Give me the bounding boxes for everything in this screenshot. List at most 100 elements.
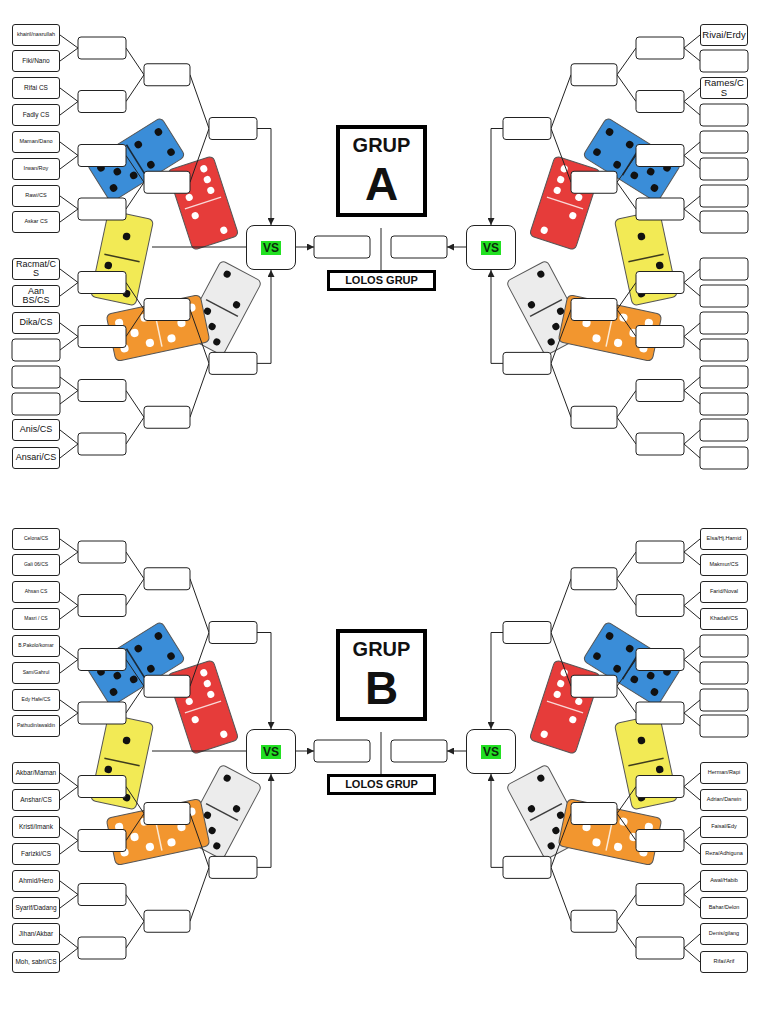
bracket-line [551, 633, 571, 687]
empty-slot-box [209, 856, 257, 878]
qualifier-label: LOLOS GRUP [345, 275, 418, 286]
domino-body [529, 660, 601, 755]
bracket-line [684, 391, 700, 405]
domino-pip [574, 697, 583, 706]
vs-label: VS [481, 745, 501, 759]
bracket-line [190, 310, 209, 364]
empty-slot-box [636, 937, 684, 959]
empty-slot-box [314, 236, 370, 258]
bracket-line [617, 283, 636, 310]
empty-slot-box [700, 104, 748, 126]
domino-pip [553, 690, 562, 699]
empty-slot-box [636, 776, 684, 798]
team-name: Aan BS/CS [14, 287, 58, 306]
domino-pip [551, 826, 561, 836]
team-name: Anis/CS [20, 425, 53, 434]
bracket-line [684, 827, 700, 841]
bracket-line [60, 430, 78, 444]
domino-pip [556, 175, 565, 184]
team-name: Rifai/Arif [714, 959, 735, 965]
empty-slot-box [209, 118, 257, 140]
team-box: Ahsan CS [12, 581, 60, 603]
domino-pip [166, 651, 176, 661]
domino-tile [529, 660, 601, 755]
bracket-line [617, 787, 636, 814]
bracket-line [60, 773, 78, 787]
domino-tile [167, 156, 239, 251]
domino-pip [540, 226, 549, 235]
bracket-line [60, 209, 78, 222]
team-name: Rames/CS [702, 78, 746, 98]
bracket-line [684, 606, 700, 620]
bracket-line [60, 377, 78, 391]
domino-body [167, 660, 239, 755]
team-name: Moh, sabri/CS [15, 959, 56, 966]
domino-pip [649, 183, 659, 193]
bracket-line [60, 787, 78, 801]
empty-slot-box [571, 299, 617, 321]
empty-slot-box [144, 568, 190, 590]
team-name: Gali 06/CS [24, 562, 48, 567]
bracket-line [551, 867, 571, 921]
bracket-line [551, 129, 571, 183]
bracket-line [60, 881, 78, 895]
team-box: Rifai CS [12, 77, 60, 99]
domino-pip [527, 804, 537, 814]
group-title: GRUP [353, 639, 411, 659]
group-title: A [365, 161, 398, 207]
empty-slot-box [78, 91, 126, 113]
team-name: Rifai CS [24, 85, 48, 92]
domino-pip [553, 186, 562, 195]
vs-box: VS [466, 729, 516, 774]
bracket-line [617, 310, 636, 337]
team-box: Fiki/Nano [12, 50, 60, 72]
empty-slot-box [12, 366, 60, 388]
team-box: Rivai/Erdy [700, 24, 748, 46]
bracket-line [684, 430, 700, 444]
team-box: Faisal/Edy [700, 816, 748, 838]
domino-pip [199, 164, 208, 173]
bracket-line [684, 196, 700, 209]
team-name: Khadafi/CS [710, 616, 738, 622]
bracket-line [60, 552, 78, 565]
empty-slot-box [78, 145, 126, 167]
team-name: Rivai/Erdy [702, 30, 745, 40]
bracket-line [684, 773, 700, 787]
domino-pip [637, 736, 646, 745]
team-name: Ahmid/Hero [19, 878, 53, 885]
empty-slot-box [700, 185, 748, 207]
domino-pip [592, 147, 602, 157]
vs-label: VS [261, 745, 281, 759]
domino-pip [167, 334, 177, 344]
bracket-line [60, 156, 78, 170]
domino-divider [206, 804, 238, 821]
empty-slot-box [78, 776, 126, 798]
team-name: Fiki/Nano [22, 58, 49, 65]
empty-slot-box [78, 884, 126, 906]
empty-slot-box [636, 91, 684, 113]
bracket-line [60, 323, 78, 337]
empty-slot-box [314, 740, 370, 762]
bracket-line [126, 283, 144, 310]
team-name: Ahsan CS [25, 589, 48, 594]
domino-pip [655, 261, 664, 270]
team-box: Herman/Rapi [700, 762, 748, 784]
team-box: Ansari/CS [12, 447, 60, 469]
bracket-line [617, 814, 636, 841]
team-name: Farizki/CS [21, 851, 51, 858]
domino-pip [629, 674, 639, 684]
team-name: Jihan/Akbar [19, 931, 53, 938]
empty-slot-box [144, 64, 190, 86]
bracket-line [684, 934, 700, 948]
bracket-line [684, 283, 700, 297]
bracket-line [684, 377, 700, 391]
team-name: Kristi/Imank [19, 824, 53, 831]
empty-slot-box [78, 433, 126, 455]
bracket-line [60, 592, 78, 606]
bracket-line [684, 209, 700, 222]
team-name: Irwan/Roy [24, 166, 49, 172]
empty-slot-box [144, 910, 190, 932]
bracket-line [684, 592, 700, 606]
empty-boxes [12, 37, 748, 469]
domino-pip [649, 687, 659, 697]
